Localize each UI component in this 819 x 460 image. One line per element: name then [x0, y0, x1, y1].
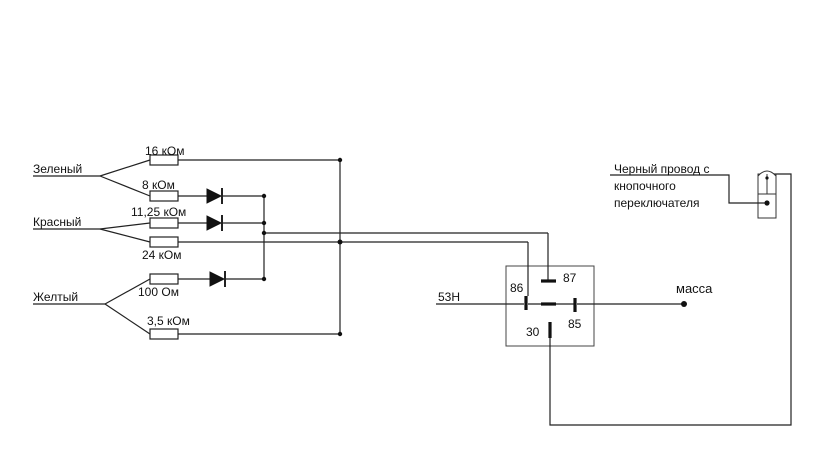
resistor-8k-label: 8 кОм	[142, 178, 175, 192]
resistor-24k	[149, 236, 179, 248]
ground-label: масса	[676, 281, 713, 296]
resistor-16k-label: 16 кОм	[145, 144, 185, 158]
resistor-100ohm-label: 100 Ом	[138, 285, 179, 299]
green-wire-fanout	[33, 159, 151, 197]
button-switch	[757, 170, 777, 219]
diode-3	[209, 271, 226, 287]
relay-pin-85: 85	[568, 317, 582, 331]
black-wire-label-2: кнопочного	[614, 179, 676, 193]
black-wire-label-1: Черный провод с	[614, 162, 709, 176]
yellow-wire-fanout	[33, 278, 151, 335]
relay-pin-86: 86	[510, 281, 524, 295]
wire-label-red: Красный	[33, 215, 81, 229]
black-wire-leader	[610, 174, 765, 204]
relay-pin-30: 30	[526, 325, 540, 339]
resistor-11k25	[149, 217, 179, 229]
resistor-8k	[149, 190, 179, 202]
resistor-3k5-label: 3,5 кОм	[147, 314, 190, 328]
resistor-3k5	[149, 328, 179, 340]
resistor-24k-label: 24 кОм	[142, 248, 182, 262]
red-wire-fanout	[33, 222, 151, 243]
wire-label-yellow: Желтый	[33, 290, 78, 304]
resistor-11k25-label: 11,25 кОм	[131, 205, 186, 219]
diode-2	[206, 215, 223, 231]
ground-terminal	[681, 301, 687, 307]
resistor-output-wires	[178, 159, 528, 335]
wire-label-green: Зеленый	[33, 162, 82, 176]
resistor-100ohm	[149, 273, 179, 285]
diode-junction-bus	[263, 196, 548, 279]
black-wire-label-3: переключателя	[614, 196, 699, 210]
relay-pin-87: 87	[563, 271, 577, 285]
wire-30-to-switch	[549, 173, 792, 426]
diode-1	[206, 188, 223, 204]
junction-dots	[261, 157, 343, 337]
input-53h-label: 53Н	[438, 290, 460, 304]
